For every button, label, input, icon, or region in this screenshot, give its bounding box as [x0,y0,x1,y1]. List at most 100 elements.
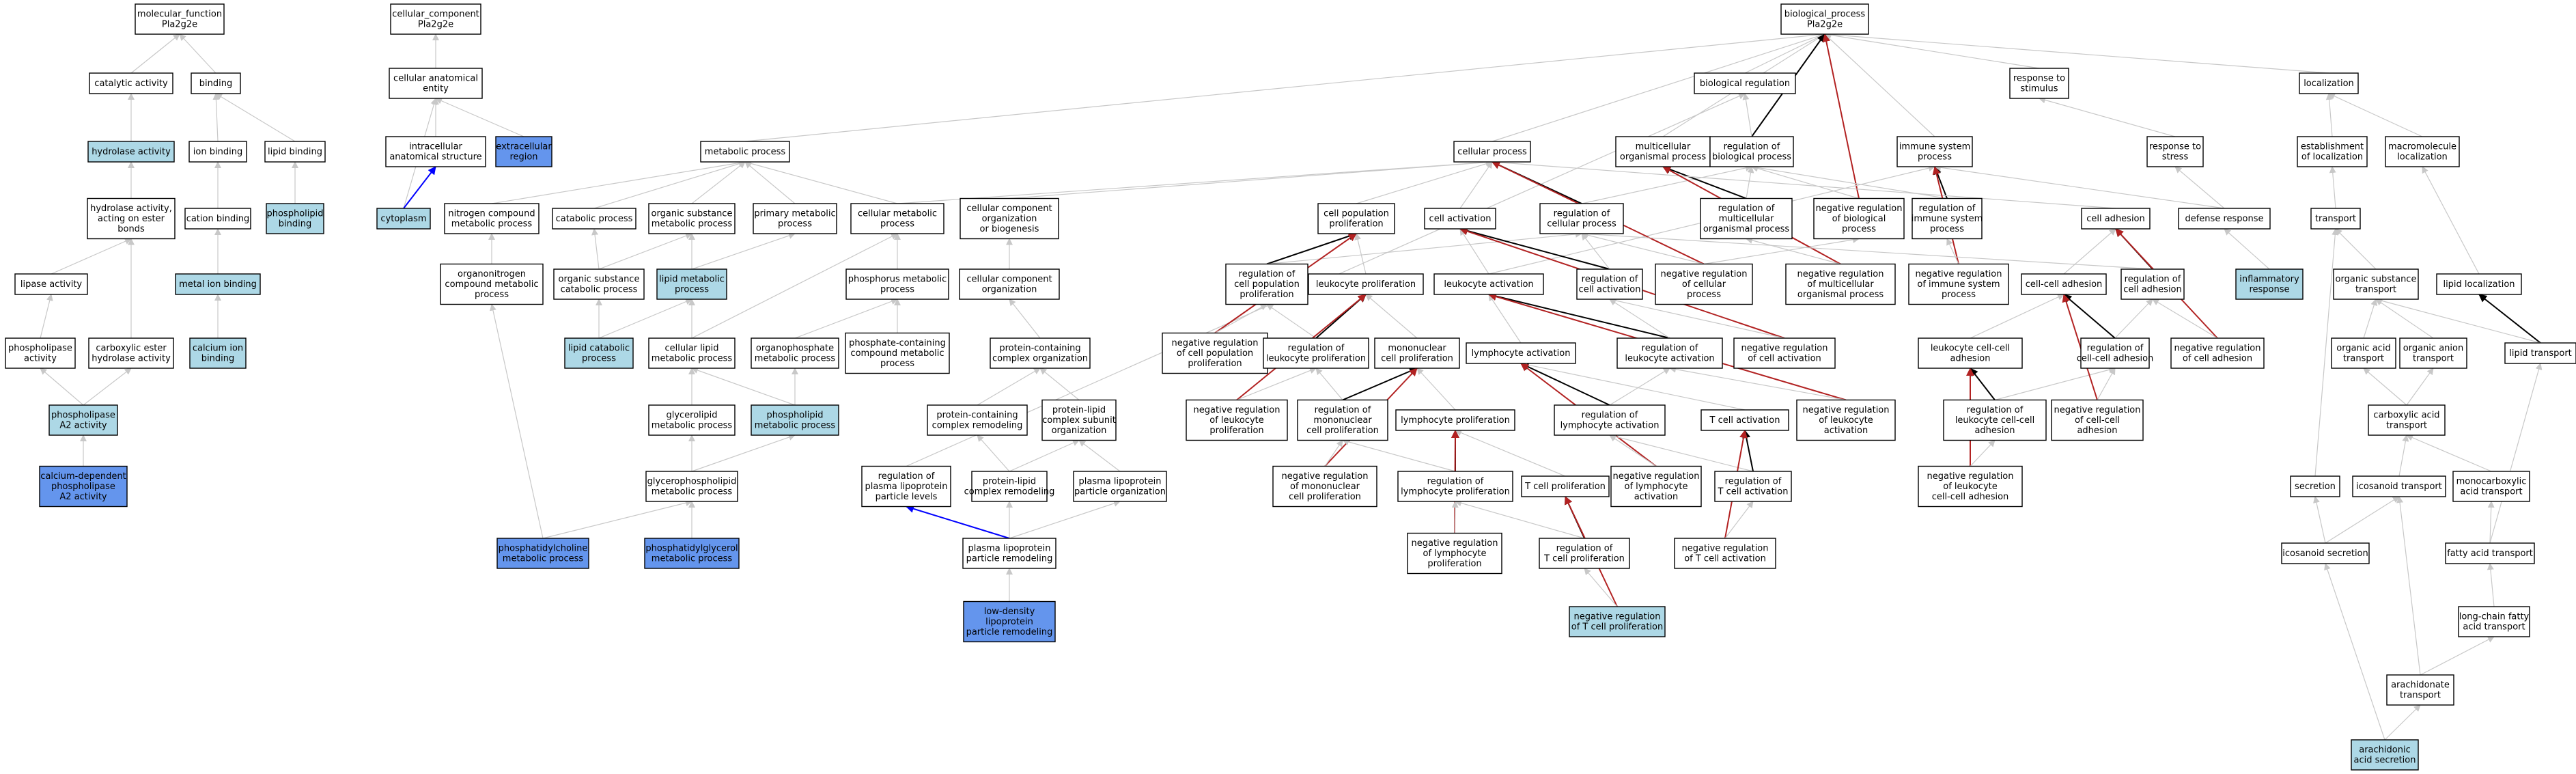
go-term-node-regtcellact[interactable]: regulation ofT cell activation [1714,471,1792,502]
go-term-node-celladh[interactable]: cell adhesion [2081,208,2151,230]
go-term-node-cellproc[interactable]: cellular process [1453,141,1531,163]
go-term-node-metab[interactable]: metabolic process [700,141,790,163]
go-term-node-localization[interactable]: localization [2299,72,2359,94]
go-term-node-fattyacid[interactable]: fatty acid transport [2445,542,2535,564]
go-term-node-binding[interactable]: binding [191,72,241,94]
go-term-node-lipidtransport[interactable]: lipid transport [2504,342,2576,364]
go-term-node-cellcelladh[interactable]: cell-cell adhesion [2021,273,2107,295]
go-term-node-cationbind[interactable]: cation binding [184,208,251,230]
go-term-node-lymphact[interactable]: lymphocyte activation [1466,342,1576,364]
go-term-node-secretion[interactable]: secretion [2290,475,2340,497]
go-term-node-lipidbind[interactable]: lipid binding [264,141,326,163]
go-term-node-lipase[interactable]: lipase activity [14,273,88,295]
go-term-node-catabolic[interactable]: catabolic process [552,208,636,230]
go-term-node-hydrolase[interactable]: hydrolase activity [87,141,175,163]
go-term-node-icosanoidtransport[interactable]: icosanoid transport [2352,475,2446,497]
go-term-node-cellact[interactable]: cell activation [1424,208,1496,230]
go-term-node-lipidloc[interactable]: lipid localization [2436,273,2522,295]
go-term-node-icosanoidsecretion[interactable]: icosanoid secretion [2281,542,2370,564]
go-term-node-bioreg[interactable]: biological regulation [1694,72,1796,94]
go-term-node-cat[interactable]: catalytic activity [89,72,173,94]
go-term-node-ionbind[interactable]: ion binding [188,141,247,163]
go-term-node-regtcellprolif[interactable]: regulation ofT cell proliferation [1539,538,1630,569]
go-term-node-metalion[interactable]: metal ion binding [175,273,261,295]
go-term-node-lymphprolif[interactable]: lymphocyte proliferation [1395,409,1515,431]
go-term-node-cytoplasm[interactable]: cytoplasm [376,208,431,230]
